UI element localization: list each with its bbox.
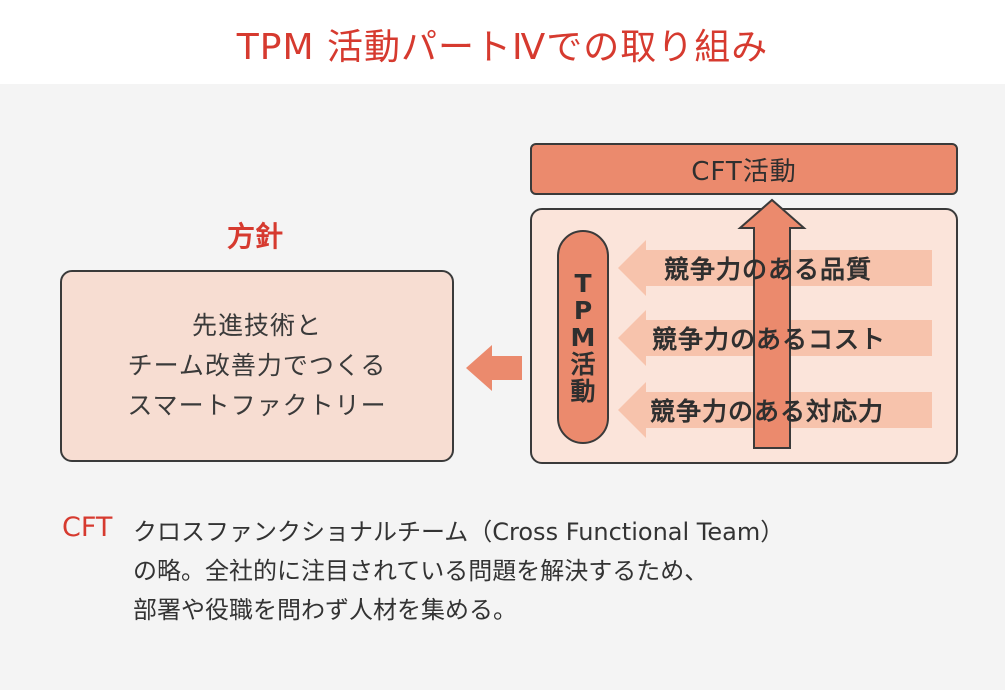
up-arrow-icon: [737, 198, 807, 449]
page-title: TPM 活動パートⅣでの取り組み: [236, 27, 769, 68]
left-arrow-icon: [466, 345, 522, 391]
tpm-char: M: [570, 322, 596, 352]
tpm-char: T: [574, 268, 592, 298]
tpm-char: 動: [570, 376, 596, 406]
row-label-quality: 競争力のある品質: [664, 255, 873, 284]
policy-line: チーム改善力でつくる: [127, 351, 387, 380]
tpm-char: P: [573, 295, 593, 325]
policy-box: 先進技術と チーム改善力でつくる スマートファクトリー: [60, 270, 454, 462]
tpm-char: 活: [570, 349, 596, 379]
row-label-response: 競争力のある対応力: [650, 397, 885, 426]
cft-activity-box: CFT活動: [530, 143, 958, 195]
title-bar: TPM 活動パートⅣでの取り組み: [0, 0, 1005, 84]
note-line: クロスファンクショナルチーム（Cross Functional Team）: [133, 518, 785, 546]
tpm-activity-pill: T P M 活 動: [557, 230, 609, 444]
policy-label: 方針: [226, 220, 283, 253]
policy-line: 先進技術と: [191, 311, 322, 340]
note-line: 部署や役職を問わず人材を集める。: [133, 596, 517, 624]
row-label-cost: 競争力のあるコスト: [652, 325, 887, 354]
note-term: CFT: [62, 512, 113, 543]
note-line: の略。全社的に注目されている問題を解決するため、: [133, 557, 709, 585]
policy-line: スマートファクトリー: [127, 391, 387, 420]
